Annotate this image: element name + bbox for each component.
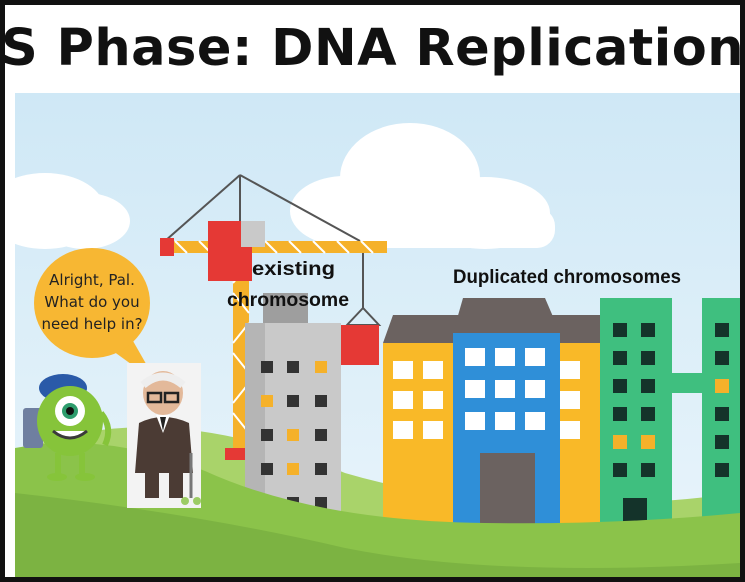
green-building-windows [613,323,729,477]
existing-label-line1: existing [252,259,335,280]
cloud-icon [15,173,130,249]
blue-building-windows [465,348,545,430]
building-window [613,407,627,421]
existing-label-line2: chromosome [227,290,349,311]
building-window [525,348,545,366]
bubble-line3: need help in? [41,315,142,333]
building-window [465,412,485,430]
crane-icon [160,174,387,460]
green-building-left [600,298,672,530]
building-window [613,323,627,337]
building-window [613,435,627,449]
building-window [287,361,299,373]
building-window [641,435,655,449]
building-window [613,351,627,365]
cloud-icon [290,123,555,249]
sky-bridge [672,373,702,393]
building-window [423,361,443,379]
building-window [287,463,299,475]
building-window [613,379,627,393]
building-window [465,380,485,398]
building-window [495,412,515,430]
building-window [560,421,580,439]
building-window [315,463,327,475]
building-window [715,463,729,477]
building-window [641,351,655,365]
building-window [525,380,545,398]
building-window [525,412,545,430]
building-window [465,348,485,366]
grass-foreground [15,493,740,577]
building-window [715,407,729,421]
carl-fredricksen-icon [127,363,201,508]
building-window [641,323,655,337]
building-window [315,497,327,509]
building-window [315,361,327,373]
duplicated-label: Duplicated chromosomes [453,267,681,288]
mike-wazowski-icon [23,374,112,481]
building-window [495,380,515,398]
building-window [715,351,729,365]
building-window [641,407,655,421]
building-window [315,395,327,407]
building-window [641,379,655,393]
building-window [261,429,273,441]
building-window [393,421,413,439]
building-window [641,463,655,477]
building-window [393,391,413,409]
building-window [287,429,299,441]
bubble-line1: Alright, Pal. [49,271,135,289]
building-window [423,421,443,439]
building-window [261,463,273,475]
building-window [715,435,729,449]
building-window [715,323,729,337]
building-window [315,429,327,441]
building-window [393,361,413,379]
building-window [715,379,729,393]
bubble-line2: What do you [44,293,139,311]
building-window [261,395,273,407]
building-window [287,395,299,407]
building-window [613,463,627,477]
building-window [560,361,580,379]
construction-scene: existing chromosome Duplicated chromosom… [15,93,740,577]
building-window [261,361,273,373]
building-window [495,348,515,366]
building-window [423,391,443,409]
yellow-building-windows [393,361,580,439]
slide-title: S Phase: DNA Replication [0,18,745,78]
building-window [560,391,580,409]
